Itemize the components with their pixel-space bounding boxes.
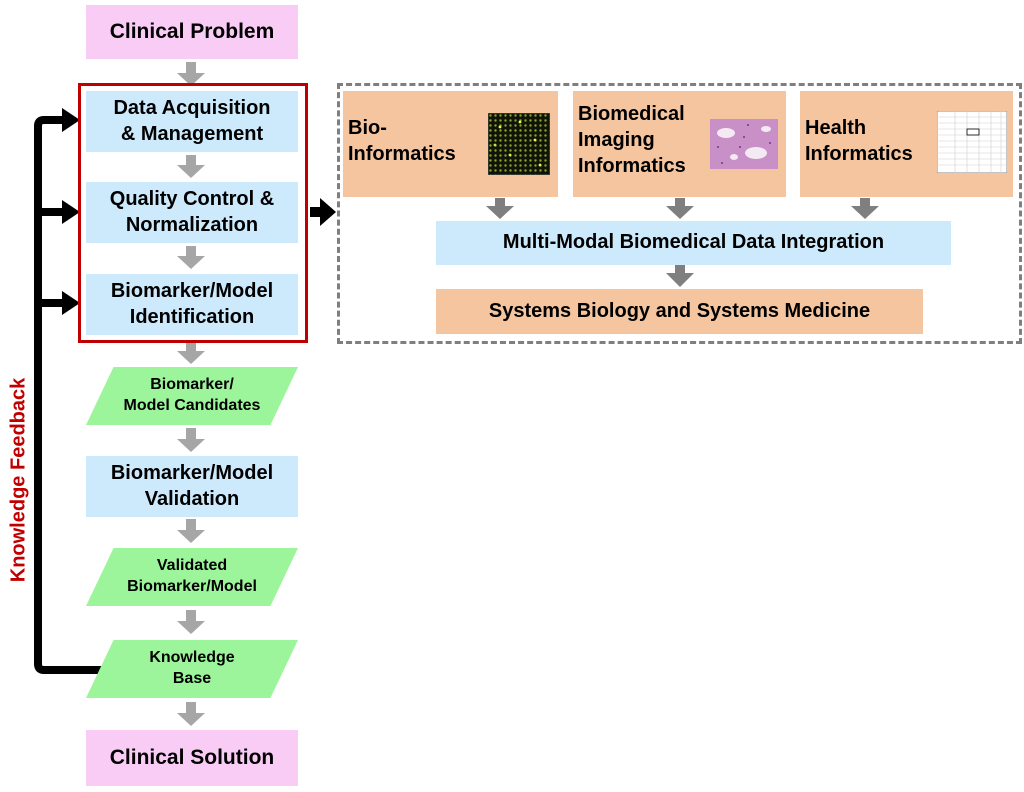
imaging-line-2: Imaging	[578, 129, 655, 151]
knowledge-feedback-path	[34, 108, 112, 674]
data-integration-box: Multi-Modal Biomedical Data Integration	[436, 221, 951, 265]
tissue-histology-image-icon	[710, 119, 778, 169]
health-line-1: Health	[805, 117, 867, 139]
arrow-down-icon	[486, 198, 514, 219]
quality-control-line-1: Quality Control &	[109, 187, 275, 210]
arrow-right-icon	[62, 108, 80, 132]
arrow-right-icon	[62, 200, 80, 224]
bioinformatics-line-1: Bio-	[348, 117, 387, 139]
main-flow-arrows	[177, 62, 205, 726]
knowledge-base-line-1: Knowledge	[149, 649, 235, 667]
parallelogram-shape	[86, 640, 298, 698]
link-to-informatics	[310, 198, 336, 226]
validated-biomarker-line-1: Validated	[156, 557, 228, 575]
arrow-down-icon	[666, 198, 694, 219]
data-acquisition-box: Data Acquisition & Management	[86, 91, 298, 152]
data-integration-label: Multi-Modal Biomedical Data Integration	[502, 231, 885, 254]
biomarker-validation-line-2: Validation	[144, 487, 240, 510]
knowledge-feedback-label: Knowledge Feedback	[7, 377, 30, 583]
quality-control-box: Quality Control & Normalization	[86, 182, 298, 243]
biomarker-identification-line-1: Biomarker/Model	[110, 279, 274, 302]
arrow-down-icon	[177, 62, 205, 86]
biomarker-candidates-line-1: Biomarker/	[150, 376, 234, 394]
clinical-problem-label: Clinical Problem	[109, 19, 275, 43]
data-acquisition-line-2: & Management	[120, 122, 264, 145]
arrow-down-icon	[177, 155, 205, 178]
health-record-table-icon	[937, 111, 1007, 173]
systems-biology-label: Systems Biology and Systems Medicine	[488, 299, 871, 322]
clinical-problem-box: Clinical Problem	[86, 5, 298, 59]
arrow-down-icon	[177, 702, 205, 726]
quality-control-line-2: Normalization	[125, 213, 259, 236]
clinical-solution-box: Clinical Solution	[86, 730, 298, 786]
validated-biomarker-line-2: Biomarker/Model	[127, 578, 257, 595]
health-line-2: Informatics	[805, 143, 913, 165]
informatics-arrows	[486, 198, 879, 287]
data-acquisition-line-1: Data Acquisition	[113, 96, 271, 119]
biomarker-candidates-line-2: Model Candidates	[123, 397, 261, 414]
parallelogram-shape	[86, 548, 298, 606]
arrow-down-icon	[177, 340, 205, 364]
knowledge-base-line-2: Base	[172, 670, 212, 687]
arrow-down-icon	[177, 428, 205, 452]
imaging-line-1: Biomedical	[578, 103, 685, 125]
systems-biology-box: Systems Biology and Systems Medicine	[436, 289, 923, 334]
imaging-line-3: Informatics	[578, 155, 686, 177]
parallelogram-shape	[86, 367, 298, 425]
biomarker-identification-line-2: Identification	[129, 305, 255, 328]
arrow-right-icon	[62, 291, 80, 315]
arrow-down-icon	[666, 265, 694, 287]
arrow-right-icon	[320, 198, 336, 226]
arrow-down-icon	[177, 246, 205, 269]
biomarker-validation-line-1: Biomarker/Model	[110, 461, 274, 484]
informatics-frame	[337, 83, 1022, 344]
analysis-pipeline-frame	[78, 83, 308, 343]
biomarker-candidates-box: Biomarker/Model Candidates	[86, 367, 298, 425]
microarray-image-icon	[488, 113, 550, 175]
arrow-down-icon	[177, 610, 205, 634]
bioinformatics-line-2: Informatics	[348, 143, 456, 165]
arrow-down-icon	[177, 519, 205, 543]
clinical-solution-label: Clinical Solution	[109, 745, 275, 769]
bioinformatics-box: Bio- Informatics	[343, 91, 558, 197]
arrow-down-icon	[851, 198, 879, 219]
